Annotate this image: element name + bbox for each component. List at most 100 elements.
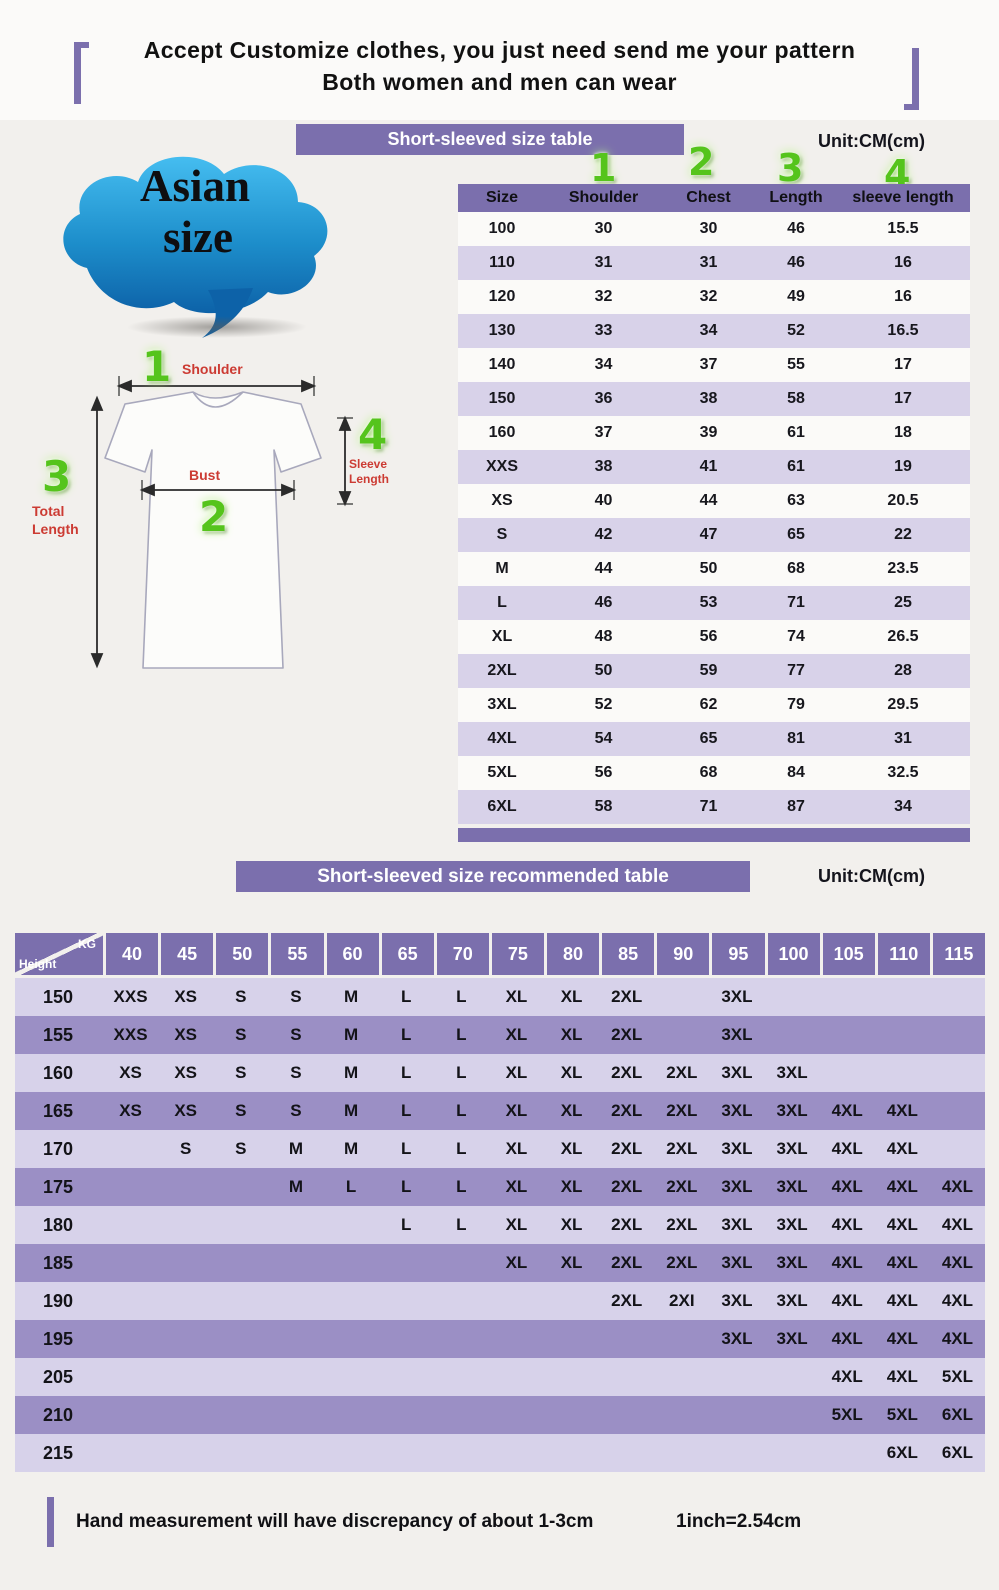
recommend-size-cell: 4XL	[831, 1329, 863, 1348]
size-table-cell: 32.5	[836, 756, 970, 790]
size-table-cell: 84	[756, 756, 836, 790]
recommend-size-cell: S	[290, 1101, 302, 1120]
size-table-cell: 38	[546, 450, 661, 484]
size-table-cell: 41	[661, 450, 756, 484]
asian-size-label-line1: Asian	[140, 161, 251, 211]
recommend-size-cell: 4XL	[831, 1253, 863, 1272]
size-table-column-header: Length	[756, 184, 836, 212]
corner-kg-label: KG	[78, 937, 96, 951]
size-table-cell: 58	[546, 790, 661, 824]
recommend-size-cell: 3XL	[721, 1291, 753, 1310]
recommend-size-cell: 5XL	[941, 1367, 974, 1386]
size-table-cell: 48	[546, 620, 661, 654]
asian-size-label-line2: size	[163, 212, 233, 262]
banner-line1: Accept Customize clothes, you just need …	[143, 37, 856, 63]
recommend-size-cell: 4XL	[831, 1291, 863, 1310]
size-table-cell: 46	[756, 246, 836, 280]
weight-column-header: 60	[323, 933, 379, 975]
recommend-size-cell: XL	[505, 987, 528, 1006]
column-number-3: 3	[777, 146, 804, 190]
weight-column-header: 40	[103, 933, 159, 975]
size-table-column-header: Shoulder	[546, 184, 661, 212]
weight-column-header: 65	[378, 933, 434, 975]
size-table-cell: 71	[661, 790, 756, 824]
recommend-size-cell: L	[400, 1139, 412, 1158]
recommend-size-cell: XL	[505, 1101, 528, 1120]
height-cell: 185	[43, 1252, 74, 1273]
recommend-size-cell: XL	[505, 1215, 528, 1234]
recommend-size-cell: L	[456, 1063, 467, 1082]
size-table-cell: 40	[546, 484, 661, 518]
weight-column-header: 90	[654, 933, 710, 975]
recommend-size-cell: L	[456, 1025, 467, 1044]
size-table-cell: 42	[546, 518, 661, 552]
banner: Accept Customize clothes, you just need …	[0, 34, 999, 98]
recommend-size-cell: 3XL	[721, 1177, 753, 1196]
recommend-size-cell: L	[400, 1101, 412, 1120]
size-table-cell: 63	[756, 484, 836, 518]
recommend-size-cell: XL	[505, 1063, 528, 1082]
recommend-size-cell: XS	[174, 1101, 198, 1120]
recommend-size-cell: 2XL	[611, 987, 643, 1006]
height-cell: 180	[43, 1214, 74, 1235]
recommend-size-cell: L	[456, 1215, 467, 1234]
recommend-size-cell: L	[400, 1177, 412, 1196]
size-table-cell: 65	[661, 722, 756, 756]
size-table-cell: 77	[756, 654, 836, 688]
size-table-cell: 56	[546, 756, 661, 790]
recommend-size-cell: L	[456, 1139, 467, 1158]
recommend-size-cell: S	[290, 1063, 302, 1082]
recommend-size-cell: XS	[174, 1025, 198, 1044]
weight-column-header: 100	[764, 933, 820, 975]
recommend-size-cell: 2XL	[611, 1025, 643, 1044]
size-table-cell: 25	[836, 586, 970, 620]
size-table-cell: 65	[756, 518, 836, 552]
recommend-size-cell: S	[235, 1139, 247, 1158]
height-cell: 170	[43, 1138, 74, 1159]
size-table-cell: 18	[836, 416, 970, 450]
size-table-cell: 55	[756, 348, 836, 382]
recommend-size-cell: 4XL	[831, 1367, 863, 1386]
size-table-cell: 16	[836, 280, 970, 314]
total-length-label: Total Length	[32, 502, 79, 538]
size-table-cell: 37	[661, 348, 756, 382]
recommend-size-cell: XS	[119, 1101, 142, 1120]
recommend-size-cell: 3XL	[776, 1329, 808, 1348]
recommend-size-cell: L	[345, 1177, 357, 1196]
recommend-size-cell: L	[400, 1063, 412, 1082]
recommend-size-cell: 5XL	[886, 1405, 918, 1424]
recommend-size-cell: 3XL	[776, 1139, 808, 1158]
size-table-cell: XL	[458, 620, 546, 654]
size-table-cell: 130	[458, 314, 546, 348]
recommend-size-cell: 3XL	[721, 987, 753, 1006]
recommend-size-cell: L	[456, 987, 467, 1006]
recommend-size-cell: 3XL	[776, 1101, 808, 1120]
size-table-cell: 150	[458, 382, 546, 416]
corner-height-label: Height	[19, 957, 57, 971]
recommend-size-cell: XS	[174, 987, 198, 1006]
height-cell: 205	[43, 1366, 74, 1387]
recommend-size-cell: 2XL	[611, 1253, 643, 1272]
recommend-size-cell: S	[235, 1063, 247, 1082]
size-table-cell: 32	[661, 280, 756, 314]
height-cell: 215	[43, 1442, 74, 1463]
recommend-size-cell: 4XL	[831, 1177, 863, 1196]
recommend-size-cell: L	[400, 1025, 412, 1044]
size-table-cell: 5XL	[458, 756, 546, 790]
size-table-cell: 68	[661, 756, 756, 790]
recommend-size-cell: M	[343, 1139, 359, 1158]
recommend-size-cell: XS	[119, 1063, 142, 1082]
size-table-cell: 53	[661, 586, 756, 620]
recommend-size-cell: 3XL	[721, 1101, 753, 1120]
